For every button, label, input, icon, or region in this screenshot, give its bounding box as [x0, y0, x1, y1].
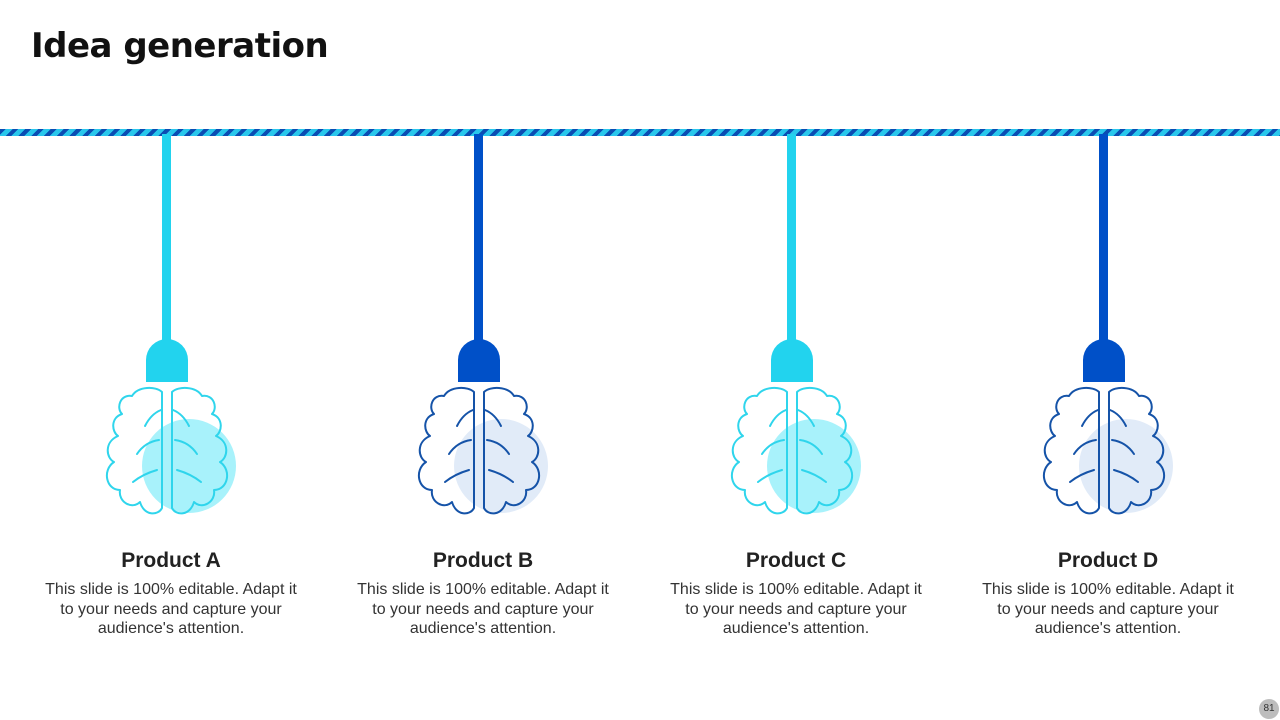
- brain-fold: [1109, 409, 1127, 427]
- bulb-cord: [787, 134, 796, 344]
- brain-fold: [484, 409, 502, 427]
- brain-left-hemisphere: [1042, 386, 1100, 515]
- brain-fold: [132, 469, 158, 483]
- brain-fold: [1113, 469, 1139, 483]
- brain-fold: [172, 409, 190, 427]
- brain-right-hemisphere: [796, 386, 854, 515]
- brain-fold: [176, 469, 202, 483]
- bulb-cord: [1099, 134, 1108, 344]
- brain-fold: [801, 469, 827, 483]
- brain-icon: [417, 386, 548, 515]
- page-number: 81: [1259, 699, 1279, 719]
- product-name: Product A: [121, 549, 221, 572]
- brain-left-hemisphere: [730, 386, 788, 515]
- bulb-product-b: Product B This slide is 100% editable. A…: [353, 0, 613, 720]
- brain-left-hemisphere: [105, 386, 163, 515]
- bulb-cap: [146, 339, 188, 382]
- brain-fold: [444, 469, 470, 483]
- bulb-product-c: Product C This slide is 100% editable. A…: [666, 0, 926, 720]
- brain-fold: [448, 439, 472, 455]
- brain-fold: [174, 439, 198, 455]
- brain-fold: [136, 439, 160, 455]
- bulb-product-d: Product D This slide is 100% editable. A…: [978, 0, 1238, 720]
- product-name: Product C: [745, 549, 847, 572]
- bulb-cap: [1083, 339, 1125, 382]
- brain-fold: [1073, 439, 1097, 455]
- brain-fold: [757, 469, 783, 483]
- brain-fold: [488, 469, 514, 483]
- brain-icon: [1042, 386, 1173, 515]
- bulb-cord: [474, 134, 483, 344]
- brain-fold: [769, 409, 787, 427]
- brain-fold: [1081, 409, 1099, 427]
- slide-title: Idea generation: [31, 26, 329, 66]
- product-description: This slide is 100% editable. Adapt it to…: [45, 581, 297, 637]
- product-name: Product D: [1057, 549, 1159, 572]
- product-name: Product B: [432, 549, 534, 572]
- brain-fold: [761, 439, 785, 455]
- brain-icon: [105, 386, 236, 515]
- brain-left-hemisphere: [417, 386, 475, 515]
- brain-fold: [797, 409, 815, 427]
- brain-right-hemisphere: [1108, 386, 1166, 515]
- brain-glow: [1079, 419, 1173, 513]
- bulb-cap: [458, 339, 500, 382]
- product-description: This slide is 100% editable. Adapt it to…: [982, 581, 1234, 637]
- brain-glow: [142, 419, 236, 513]
- brain-fold: [144, 409, 162, 427]
- bulb-cap: [771, 339, 813, 382]
- brain-glow: [767, 419, 861, 513]
- brain-fold: [486, 439, 510, 455]
- brain-right-hemisphere: [483, 386, 541, 515]
- hanging-rope: [0, 129, 1280, 136]
- product-description: This slide is 100% editable. Adapt it to…: [357, 581, 609, 637]
- brain-fold: [1069, 469, 1095, 483]
- brain-right-hemisphere: [171, 386, 229, 515]
- product-description: This slide is 100% editable. Adapt it to…: [670, 581, 922, 637]
- brain-glow: [454, 419, 548, 513]
- brain-fold: [456, 409, 474, 427]
- brain-fold: [799, 439, 823, 455]
- bulb-cord: [162, 134, 171, 344]
- brain-fold: [1111, 439, 1135, 455]
- brain-icon: [730, 386, 861, 515]
- bulb-product-a: Product A This slide is 100% editable. A…: [41, 0, 301, 720]
